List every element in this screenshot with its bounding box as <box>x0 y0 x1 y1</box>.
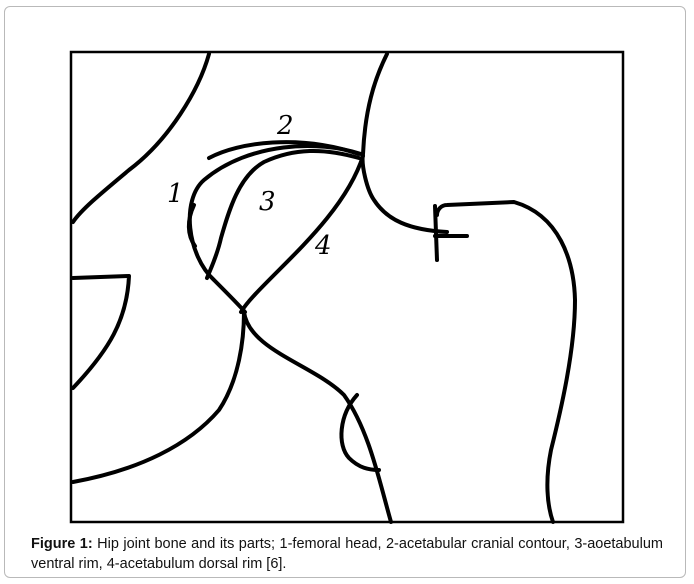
figure-caption: Figure 1: Hip joint bone and its parts; … <box>31 534 663 574</box>
trochanter-tick <box>435 206 437 260</box>
figure-card: 1 2 3 4 Figure 1: Hip joint bone and its… <box>4 6 686 578</box>
label-part-1: 1 <box>167 179 184 209</box>
acetabulum-ventral-rim <box>207 151 359 278</box>
femoral-head-outline <box>190 146 361 312</box>
femur-shaft-left <box>244 312 391 522</box>
greater-trochanter-right <box>437 202 575 522</box>
drawing-frame <box>71 52 623 522</box>
acetabulum-dorsal-rim <box>241 156 363 312</box>
hip-joint-line-drawing: 1 2 3 4 <box>69 50 627 526</box>
ilium-contour <box>73 54 209 222</box>
figure-caption-text: Hip joint bone and its parts; 1-femoral … <box>31 536 663 572</box>
figure-label: Figure 1: <box>31 536 93 552</box>
label-part-3: 3 <box>259 187 276 217</box>
label-part-2: 2 <box>276 111 294 141</box>
lower-pelvis-contour <box>73 312 244 482</box>
label-part-4: 4 <box>314 231 332 261</box>
pelvic-notch-contour <box>73 276 129 388</box>
